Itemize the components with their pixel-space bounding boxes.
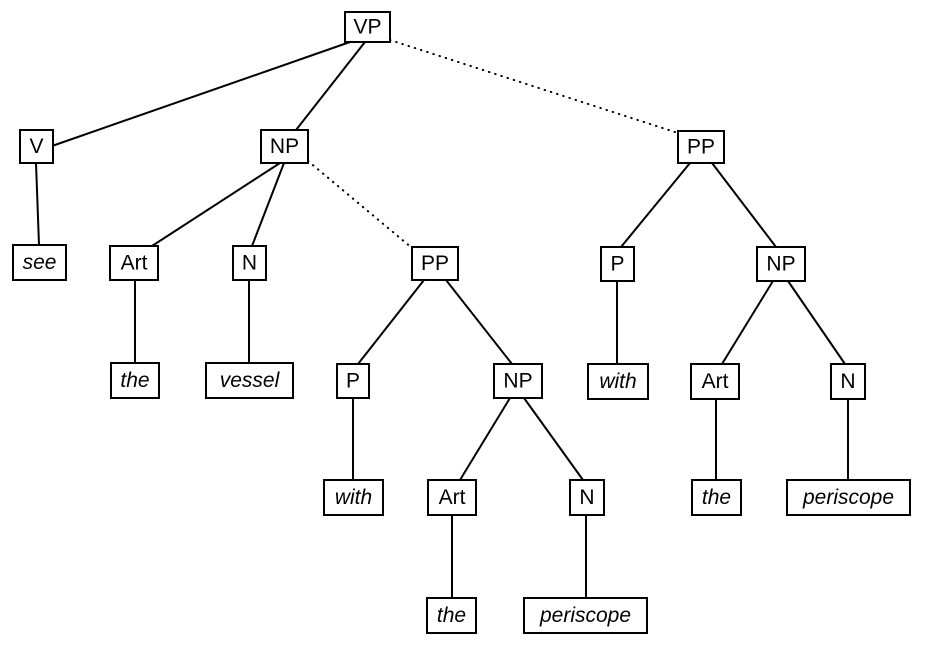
node-label-v: V [29, 135, 43, 158]
category-node-art1[interactable]: Art [109, 245, 159, 281]
node-label-with1: with [335, 486, 372, 509]
node-label-np1: NP [270, 135, 299, 158]
node-label-n2: N [579, 486, 594, 509]
node-label-art2: Art [439, 486, 466, 509]
leaf-node-with1[interactable]: with [323, 479, 384, 516]
node-box-the2 [426, 597, 477, 634]
tree-edge-pp1-np2 [445, 279, 513, 365]
tree-edge-pp1-p1 [357, 279, 425, 365]
category-node-n1[interactable]: N [232, 245, 267, 281]
tree-edge-v-see [35, 162, 40, 246]
category-node-vp[interactable]: VP [344, 11, 391, 43]
node-box-n1 [232, 245, 267, 281]
tree-edge-vp-pp2 [389, 39, 679, 134]
node-label-the1: the [120, 369, 149, 392]
leaf-node-periscope1[interactable]: periscope [523, 597, 648, 634]
node-label-p1: P [346, 370, 360, 393]
node-box-see [12, 244, 67, 281]
tree-edge-pp2-p2 [620, 162, 691, 248]
node-label-art1: Art [121, 252, 148, 275]
node-label-periscope1: periscope [539, 604, 631, 627]
tree-edge-np1-pp1 [307, 160, 413, 249]
category-node-n3[interactable]: N [830, 363, 866, 400]
node-box-with2 [587, 363, 649, 400]
node-label-vp: VP [353, 16, 381, 39]
leaf-node-periscope2[interactable]: periscope [786, 479, 911, 516]
node-label-n1: N [242, 252, 257, 275]
node-label-the3: the [702, 486, 731, 509]
node-box-art3 [690, 363, 740, 400]
node-box-np3 [756, 246, 806, 282]
node-label-vessel: vessel [220, 369, 281, 392]
node-box-n2 [569, 479, 605, 516]
node-box-v [19, 129, 54, 164]
category-node-p2[interactable]: P [600, 246, 635, 282]
node-label-np2: NP [503, 370, 532, 393]
node-label-n3: N [840, 370, 855, 393]
node-layer: VPVseeNPArttheNvesselPPPwithNPArttheNper… [12, 11, 911, 634]
node-box-periscope2 [786, 479, 911, 516]
node-box-periscope1 [523, 597, 648, 634]
leaf-node-the2[interactable]: the [426, 597, 477, 634]
tree-edge-np2-art2 [459, 397, 511, 481]
category-node-np2[interactable]: NP [493, 363, 543, 399]
tree-edge-np1-art1 [151, 162, 281, 247]
category-node-v[interactable]: V [19, 129, 54, 164]
node-label-pp2: PP [687, 136, 715, 159]
leaf-node-with2[interactable]: with [587, 363, 649, 400]
node-box-pp2 [677, 130, 725, 164]
node-box-np1 [260, 129, 309, 164]
tree-edge-np3-n3 [787, 280, 846, 365]
tree-edge-np3-art3 [721, 280, 774, 365]
category-node-pp1[interactable]: PP [411, 246, 459, 281]
leaf-node-the3[interactable]: the [691, 479, 742, 516]
category-node-pp2[interactable]: PP [677, 130, 725, 164]
node-label-art3: Art [702, 370, 729, 393]
category-node-p1[interactable]: P [336, 363, 370, 399]
node-box-np2 [493, 363, 543, 399]
node-box-vp [344, 11, 391, 43]
leaf-node-see[interactable]: see [12, 244, 67, 281]
category-node-np3[interactable]: NP [756, 246, 806, 282]
tree-edge-np2-n2 [523, 397, 584, 481]
node-box-art1 [109, 245, 159, 281]
node-box-the3 [691, 479, 742, 516]
tree-edge-np1-n1 [251, 162, 285, 247]
leaf-node-the1[interactable]: the [110, 362, 160, 399]
node-box-the1 [110, 362, 160, 399]
node-label-with2: with [599, 370, 636, 393]
edge-layer [35, 39, 849, 598]
category-node-n2[interactable]: N [569, 479, 605, 516]
node-box-pp1 [411, 246, 459, 281]
node-label-the2: the [437, 604, 466, 627]
tree-edge-vp-np1 [295, 41, 366, 131]
node-box-art2 [427, 479, 477, 516]
node-box-with1 [323, 479, 384, 516]
node-box-p1 [336, 363, 370, 399]
node-box-n3 [830, 363, 866, 400]
node-label-p2: P [610, 253, 624, 276]
node-label-see: see [23, 251, 57, 274]
node-label-pp1: PP [421, 252, 449, 275]
leaf-node-vessel[interactable]: vessel [205, 362, 294, 399]
category-node-np1[interactable]: NP [260, 129, 309, 164]
category-node-art3[interactable]: Art [690, 363, 740, 400]
category-node-art2[interactable]: Art [427, 479, 477, 516]
tree-edge-pp2-np3 [711, 162, 777, 248]
node-label-np3: NP [766, 253, 795, 276]
node-box-p2 [600, 246, 635, 282]
tree-edge-vp-v [51, 41, 351, 147]
node-box-vessel [205, 362, 294, 399]
node-label-periscope2: periscope [802, 486, 894, 509]
